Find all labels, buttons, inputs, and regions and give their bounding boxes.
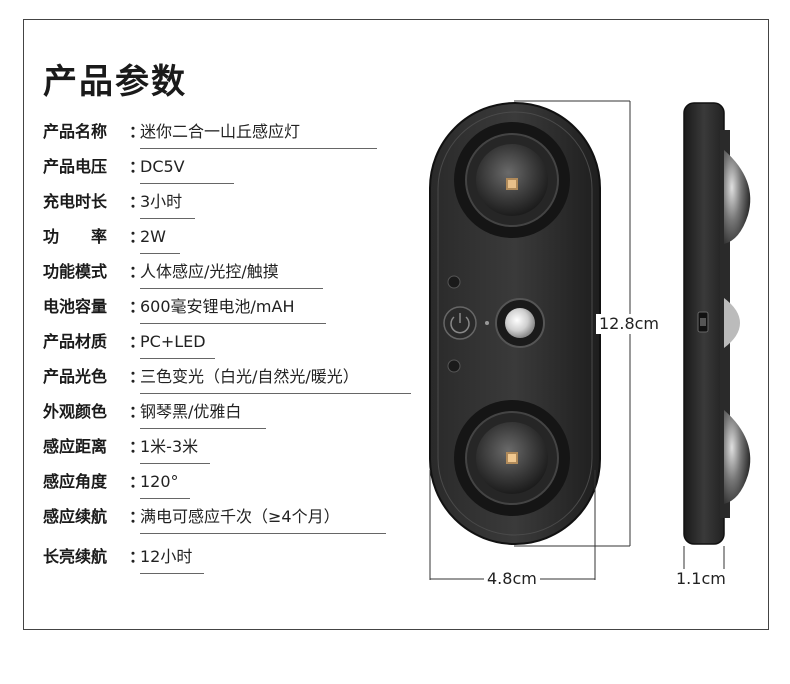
spec-value: 12小时 [140, 547, 193, 566]
bottom-lens [454, 400, 570, 516]
spec-colon: ： [129, 157, 146, 176]
spec-colon: ： [129, 402, 146, 421]
indicator-light-icon [447, 359, 461, 373]
spec-underline [140, 323, 326, 324]
spec-value: 人体感应/光控/触摸 [140, 262, 279, 281]
spec-label: 功 率 [43, 227, 108, 246]
spec-value: 钢琴黑/优雅白 [140, 402, 242, 421]
spec-label: 感应续航 [43, 507, 108, 526]
spec-colon: ： [129, 507, 146, 526]
spec-colon: ： [129, 437, 146, 456]
spec-underline [140, 253, 180, 254]
spec-value: 3小时 [140, 192, 183, 211]
depth-dimension-label: 1.1cm [673, 569, 729, 589]
spec-colon: ： [129, 297, 146, 316]
spec-label: 产品光色 [43, 367, 108, 386]
spec-colon: ： [129, 192, 146, 211]
spec-colon: ： [129, 472, 146, 491]
spec-underline [140, 358, 215, 359]
spec-value: DC5V [140, 157, 185, 176]
spec-underline [140, 498, 190, 499]
spec-underline [140, 183, 234, 184]
indicator-light-icon [447, 275, 461, 289]
spec-colon: ： [129, 227, 146, 246]
spec-label: 外观颜色 [43, 402, 108, 421]
spec-value: PC+LED [140, 332, 206, 351]
content-frame [23, 19, 769, 630]
top-lens [454, 122, 570, 238]
spec-label: 充电时长 [43, 192, 108, 211]
lamp-side-view [683, 102, 751, 545]
spec-underline [140, 148, 377, 149]
spec-label: 感应距离 [43, 437, 108, 456]
spec-value: 迷你二合一山丘感应灯 [140, 122, 301, 141]
spec-underline [140, 533, 386, 534]
spec-value: 2W [140, 227, 166, 246]
spec-value: 1米-3米 [140, 437, 199, 456]
pir-sensor-icon [495, 298, 545, 348]
spec-label: 产品材质 [43, 332, 108, 351]
spec-colon: ： [129, 547, 146, 566]
spec-value: 600毫安锂电池/mAH [140, 297, 295, 316]
lamp-front-view [429, 102, 601, 545]
spec-label: 功能模式 [43, 262, 108, 281]
width-dimension-label: 4.8cm [484, 569, 540, 589]
spec-underline [140, 288, 323, 289]
spec-underline [140, 218, 195, 219]
spec-underline [140, 573, 204, 574]
spec-label: 电池容量 [43, 297, 108, 316]
height-dimension-label: 12.8cm [596, 314, 663, 334]
spec-value: 三色变光（白光/自然光/暖光） [140, 367, 359, 386]
spec-underline [140, 393, 411, 394]
page-title: 产品参数 [43, 62, 187, 102]
spec-underline [140, 463, 210, 464]
power-touch-icon [443, 306, 489, 340]
spec-label: 感应角度 [43, 472, 108, 491]
spec-label: 产品电压 [43, 157, 108, 176]
spec-label: 长亮续航 [43, 547, 108, 566]
spec-label: 产品名称 [43, 122, 108, 141]
spec-value: 120° [140, 472, 179, 491]
spec-value: 满电可感应千次（≥4个月） [140, 507, 340, 526]
spec-colon: ： [129, 332, 146, 351]
spec-underline [140, 428, 266, 429]
spec-colon: ： [129, 262, 146, 281]
spec-colon: ： [129, 122, 146, 141]
spec-colon: ： [129, 367, 146, 386]
